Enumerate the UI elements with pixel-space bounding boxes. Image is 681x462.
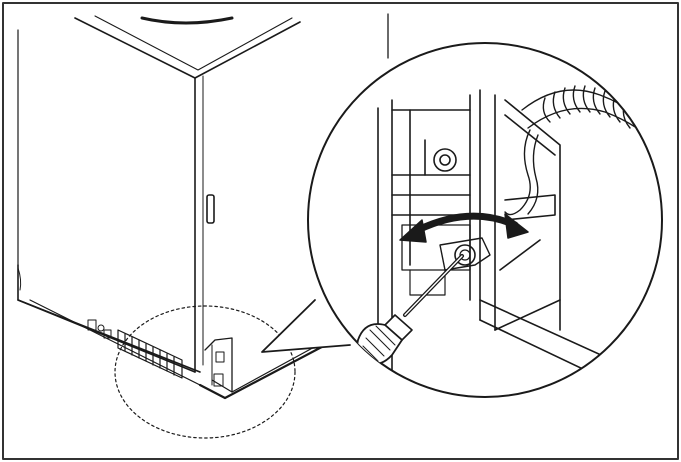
vent-grille <box>117 329 183 379</box>
highlight-circle <box>114 305 296 439</box>
dishwasher-body <box>17 13 389 400</box>
double-arrow-icon <box>399 212 529 243</box>
detail-magnifier-circle <box>261 42 663 398</box>
door-handle-slot <box>206 194 215 224</box>
